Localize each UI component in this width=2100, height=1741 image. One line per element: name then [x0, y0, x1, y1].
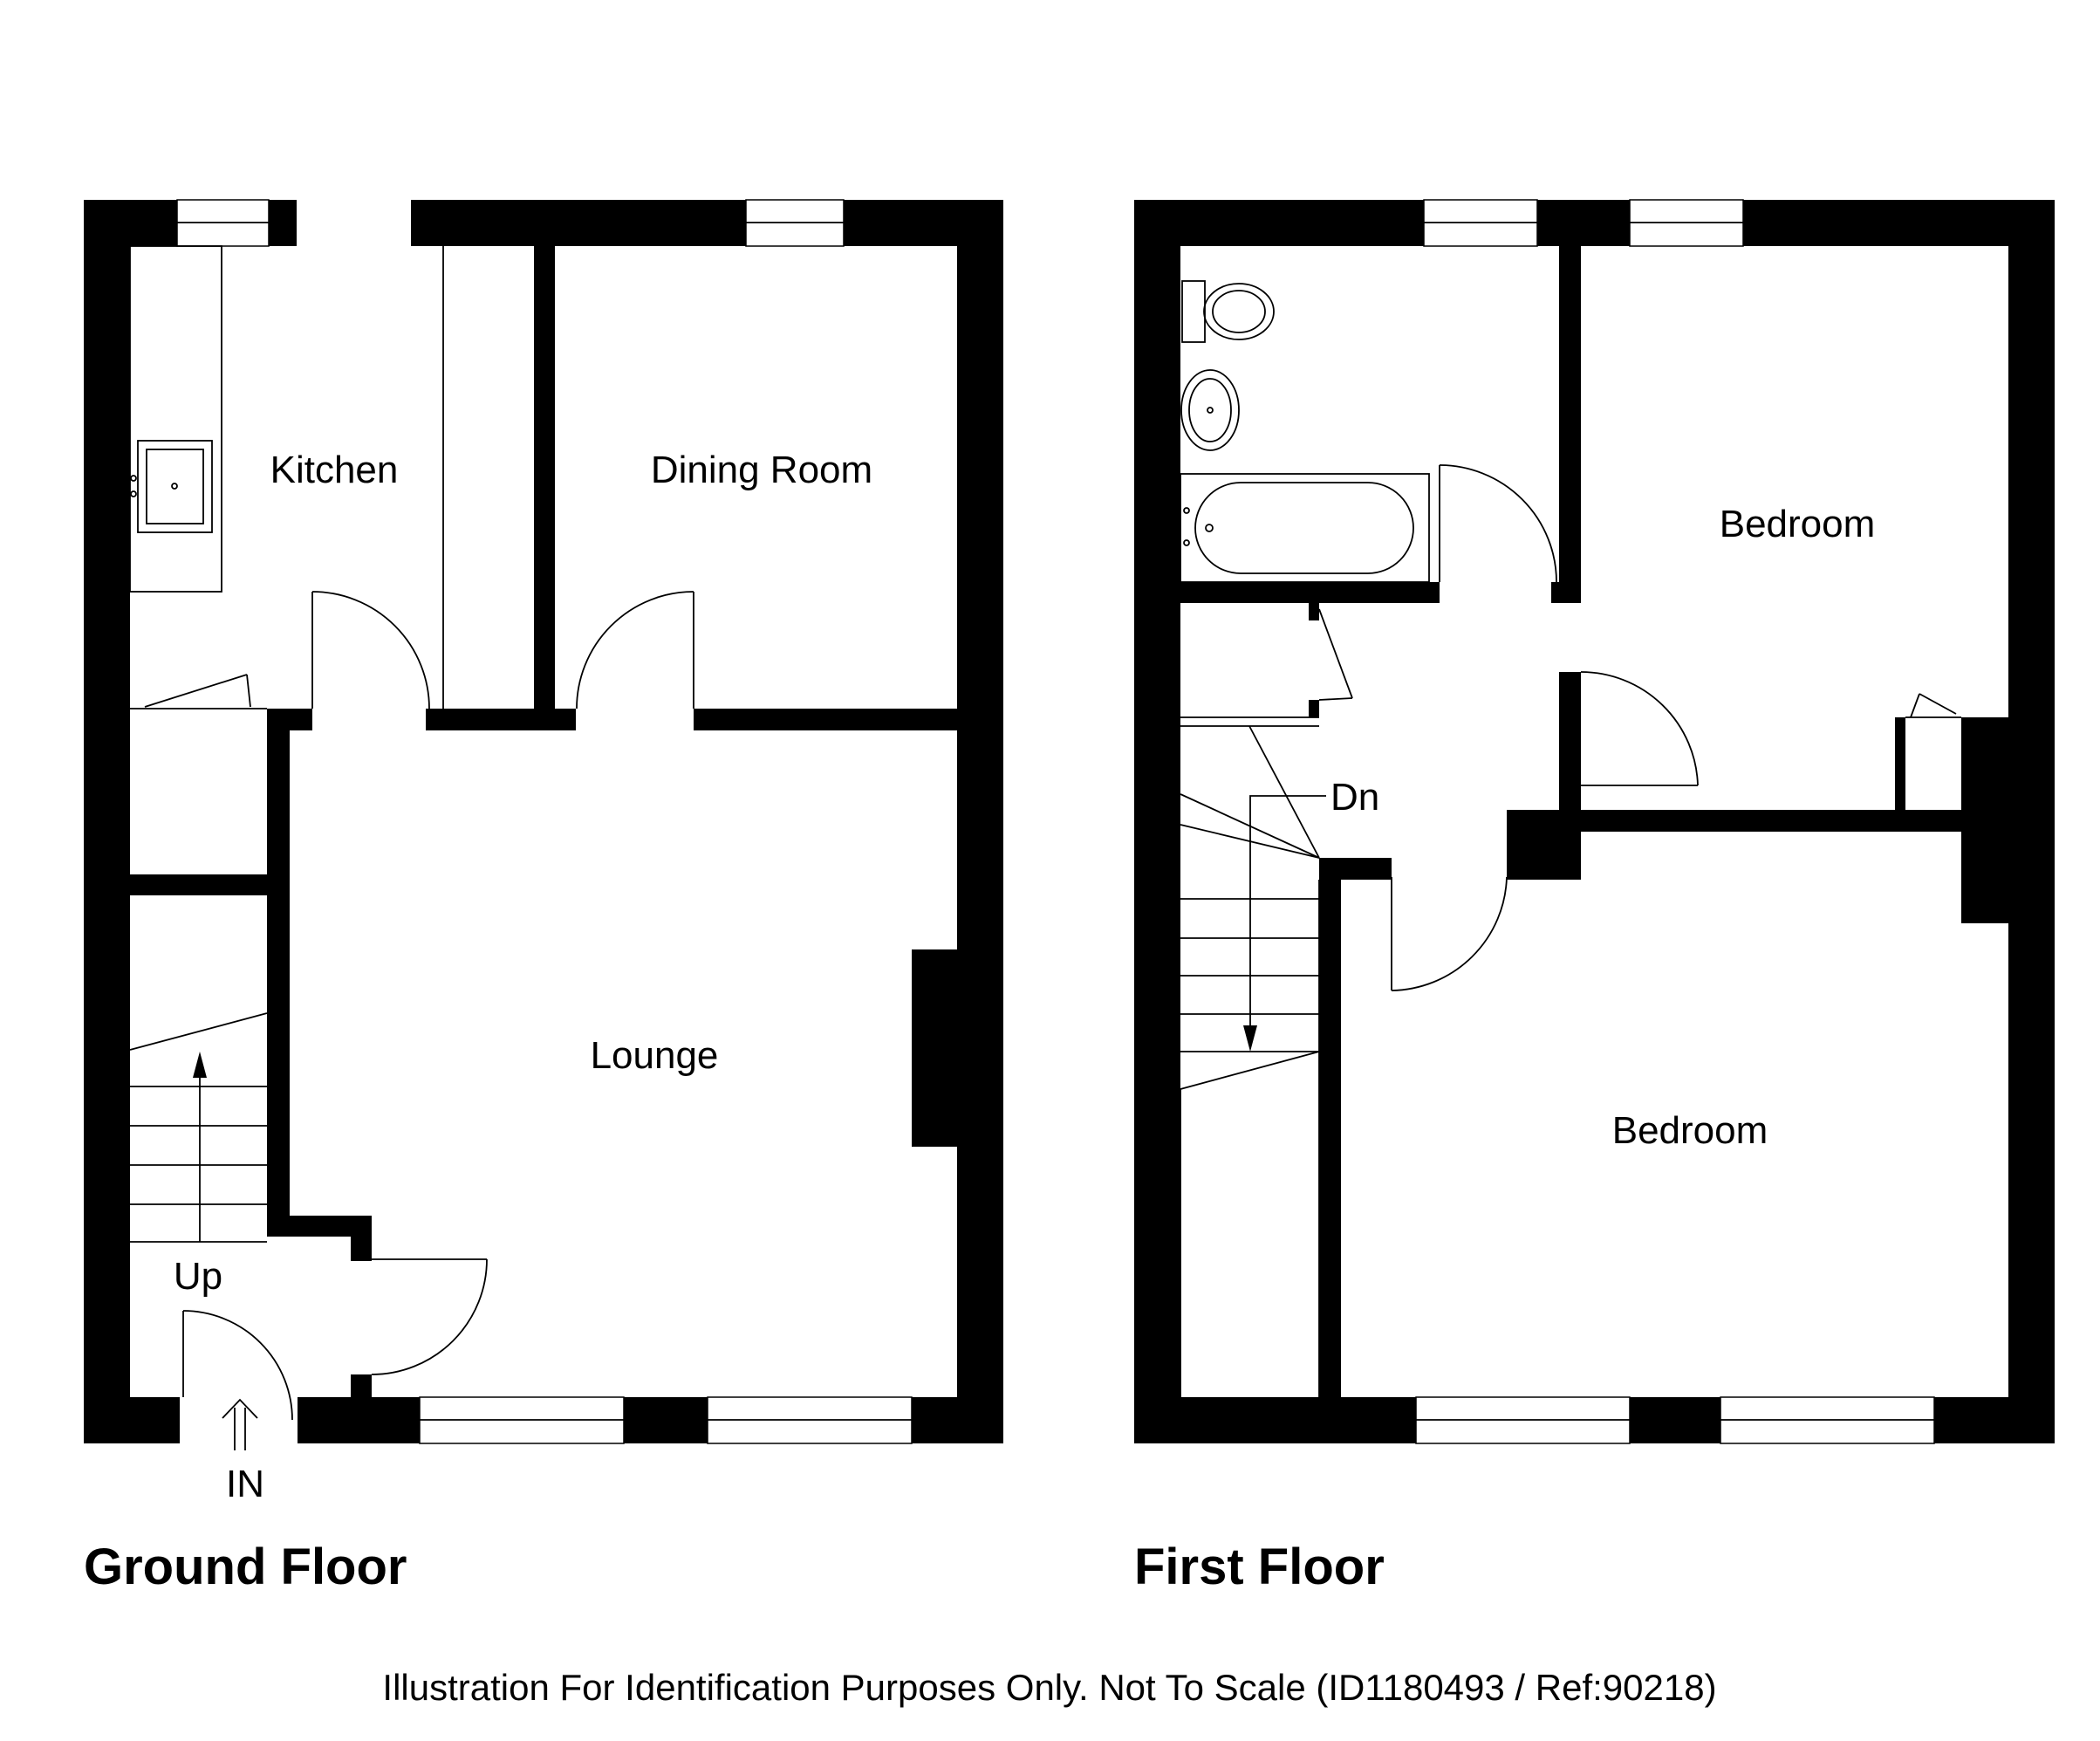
gf-lounge-top-wall-1 [426, 709, 576, 730]
ff-bathroom-bottom-stub [1551, 582, 1581, 603]
ff-bedroom-upper-left-wall [1559, 672, 1581, 812]
ff-bedroom-lower-door [1391, 876, 1508, 991]
ff-cupboard-wall [1309, 603, 1319, 620]
gf-hall-wall-stub [351, 1216, 372, 1261]
room-label-dining: Dining Room [651, 449, 872, 491]
gf-lounge-top-wall-2 [694, 709, 960, 730]
ff-cupboard-wall-2 [1309, 700, 1319, 717]
bath-icon [1180, 473, 1430, 583]
ff-bedroom-upper-door [1580, 671, 1699, 786]
toilet-icon [1181, 280, 1275, 343]
ground-floor-title: Ground Floor [84, 1539, 407, 1595]
gf-kitchen-door [311, 591, 430, 709]
ff-landing-right-wall [1507, 810, 1581, 880]
gf-top-wall-right [411, 200, 1003, 246]
ff-left-wall [1134, 200, 1180, 1443]
ff-stairs [1180, 725, 1326, 1397]
ff-wardrobe-wall [1895, 717, 1905, 822]
ff-right-wall [2008, 200, 2055, 1443]
ff-bathroom-right-wall [1559, 244, 1581, 582]
ff-chimney [1961, 717, 2010, 923]
gf-cupboard-door [144, 674, 251, 708]
ff-wardrobe-door [1910, 693, 1957, 718]
gf-bottom-wall-left [84, 1397, 180, 1443]
basin-icon [1180, 369, 1240, 451]
down-arrow-icon [1243, 1025, 1257, 1052]
kitchen-sink [137, 440, 213, 533]
room-label-lounge: Lounge [591, 1034, 719, 1077]
room-label-bedroom-upper: Bedroom [1720, 503, 1876, 545]
gf-left-wall [84, 200, 130, 1443]
stairs-label-up: Up [174, 1255, 222, 1298]
gf-stairs [129, 1012, 268, 1243]
first-floor-title: First Floor [1134, 1539, 1385, 1595]
entrance-arrow-icon [222, 1398, 258, 1450]
kitchen-worktop [129, 245, 222, 593]
gf-hall-wall [267, 709, 290, 1237]
ff-cupboard-door [1318, 608, 1353, 701]
gf-right-wall [957, 200, 1003, 1443]
gf-dining-left-wall [534, 244, 555, 709]
ff-bedroom-divider [1559, 810, 2008, 832]
entrance-label: IN [226, 1463, 264, 1505]
gf-front-door [182, 1310, 293, 1421]
ff-bathroom-door [1439, 464, 1557, 583]
gf-lounge-door [371, 1258, 488, 1375]
stairs-label-dn: Dn [1330, 776, 1379, 819]
gf-hall-bottom-stub [351, 1374, 372, 1399]
ff-bedroom-lower-left-wall [1319, 858, 1341, 1399]
up-arrow-icon [193, 1052, 207, 1078]
gf-cupboard-wall [130, 874, 270, 895]
ff-top-wall [1134, 200, 2055, 246]
room-label-kitchen: Kitchen [270, 449, 399, 491]
ground-floor-plan: Kitchen Dining Room Lounge Up IN Ground … [84, 199, 1003, 1595]
gf-dining-door [576, 591, 694, 709]
ff-bathroom-bottom-wall [1180, 582, 1440, 603]
room-label-bedroom-lower: Bedroom [1612, 1109, 1768, 1152]
first-floor-plan: Bedroom Bedroom Dn First Floor [1134, 199, 2055, 1595]
gf-chimney-breast [912, 949, 960, 1147]
footer-disclaimer: Illustration For Identification Purposes… [382, 1667, 1716, 1708]
